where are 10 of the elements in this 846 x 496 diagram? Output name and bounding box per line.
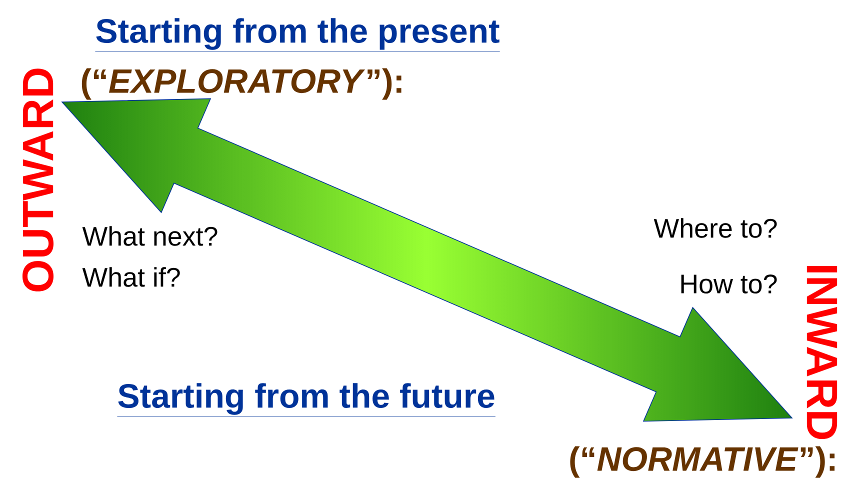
question-text: How to? (681, 274, 777, 294)
question-text: Where to? (654, 218, 777, 238)
heading: Starting from the present (95, 18, 500, 52)
subheading: (“NORMATIVE”): (570, 446, 835, 478)
vertical-word: INWARD (806, 266, 838, 440)
vertical-word: OUTWARD (22, 68, 54, 292)
heading: Starting from the future (117, 383, 496, 416)
question-text: What next? (82, 226, 218, 246)
question-text: What if? (82, 267, 180, 287)
subheading: (“EXPLORATORY”): (82, 68, 402, 100)
